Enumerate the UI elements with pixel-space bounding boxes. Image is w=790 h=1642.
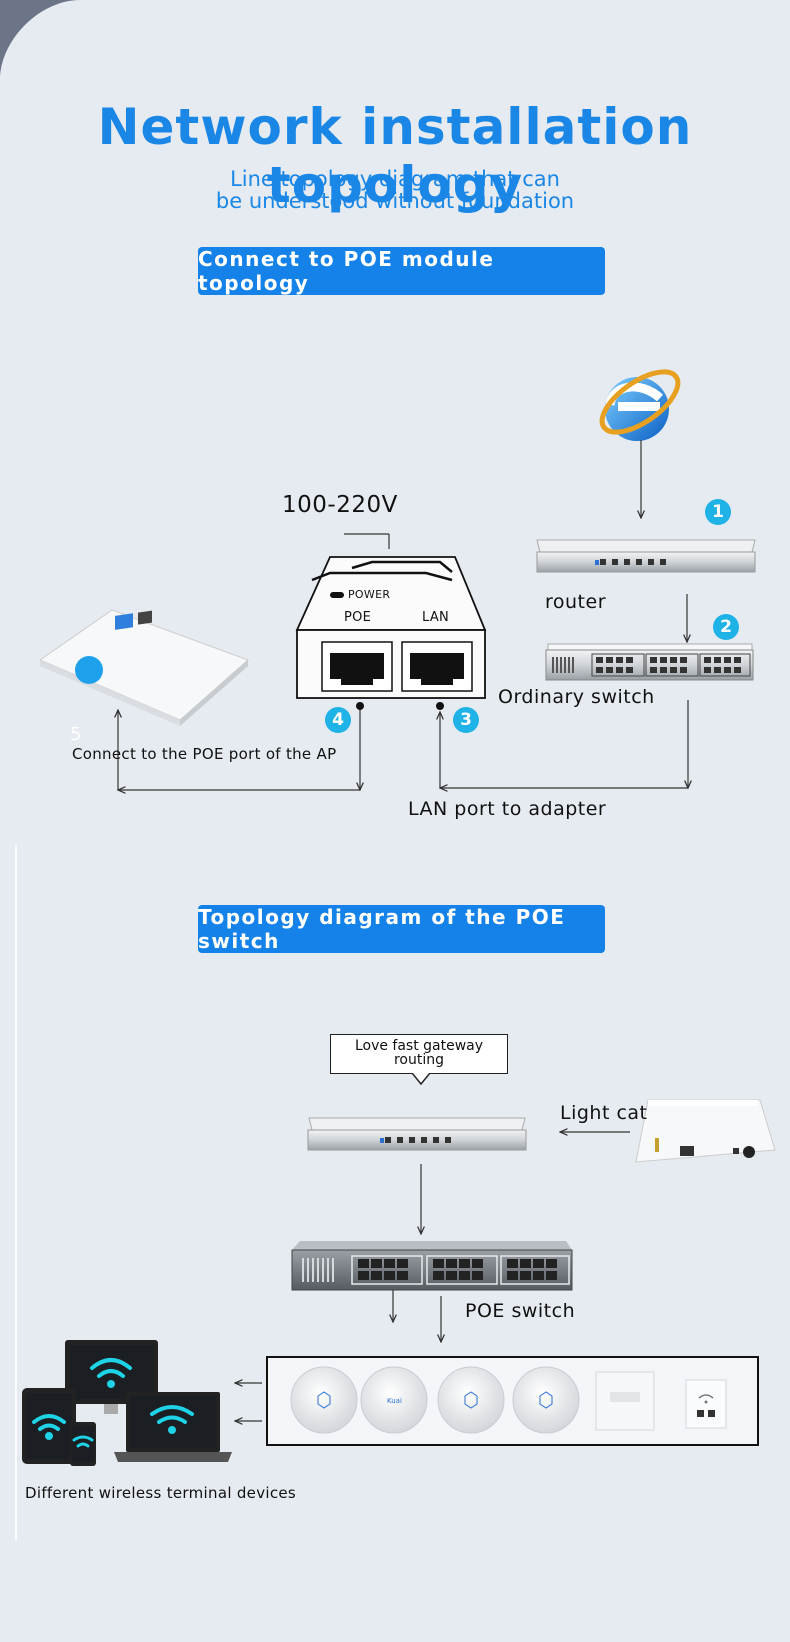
poe-switch-label: POE switch <box>465 1300 576 1322</box>
lan-to-adapter-label: LAN port to adapter <box>408 798 607 820</box>
ordinary-switch-label: Ordinary switch <box>498 686 655 708</box>
poe-switch-device <box>291 1241 573 1291</box>
ceiling-ap-1 <box>290 1366 358 1434</box>
step-badge-3: 3 <box>453 707 479 733</box>
wireless-terminal-devices <box>22 1340 232 1466</box>
section-heading-poe-module: Connect to POE module topology <box>198 247 605 295</box>
wifi-icon <box>32 1358 194 1448</box>
step-badge-2: 2 <box>713 614 739 640</box>
ordinary-switch-device <box>545 643 754 681</box>
access-points-drawing: Kuai <box>290 1366 727 1434</box>
wall-ap-panel <box>685 1379 727 1429</box>
section-heading-poe-switch: Topology diagram of the POE switch <box>198 905 605 953</box>
ap-brand-text: Kuai <box>387 1397 402 1405</box>
step-badge-5: 5 <box>70 724 82 745</box>
lan-port-label: LAN <box>422 610 450 625</box>
router-device <box>536 539 756 573</box>
poe-adapter-device <box>295 556 487 710</box>
subtitle-line-2: be understood without foundation <box>215 189 575 213</box>
light-cat-label: Light cat <box>560 1102 648 1124</box>
ceiling-ap-2: Kuai <box>360 1366 428 1434</box>
page-subtitle: Line topology diagram that can be unders… <box>0 168 790 212</box>
router-label: router <box>545 591 607 613</box>
step-badge-4: 4 <box>325 707 351 733</box>
gateway-router-device <box>307 1117 527 1151</box>
ceiling-ap-3 <box>437 1366 505 1434</box>
wall-ap-square <box>595 1371 655 1431</box>
poe-port-label: POE <box>344 610 372 625</box>
ceiling-ap-4 <box>512 1366 580 1434</box>
callout-tail <box>412 1073 430 1085</box>
subtitle-line-1: Line topology diagram that can <box>230 167 560 191</box>
access-points-group: Kuai <box>266 1356 759 1446</box>
wall-panel-ap-device <box>38 609 249 726</box>
page-title: Network installation topology <box>97 98 693 214</box>
light-cat-device <box>635 1099 776 1163</box>
terminal-devices-label: Different wireless terminal devices <box>25 1484 297 1502</box>
ap-poe-port-label: Connect to the POE port of the AP <box>72 745 337 763</box>
voltage-label: 100-220V <box>282 492 398 518</box>
step-badge-1: 1 <box>705 499 731 525</box>
internet-explorer-icon <box>599 369 681 441</box>
gateway-callout: Love fast gateway routing <box>330 1034 508 1074</box>
power-label: POWER <box>348 588 391 601</box>
